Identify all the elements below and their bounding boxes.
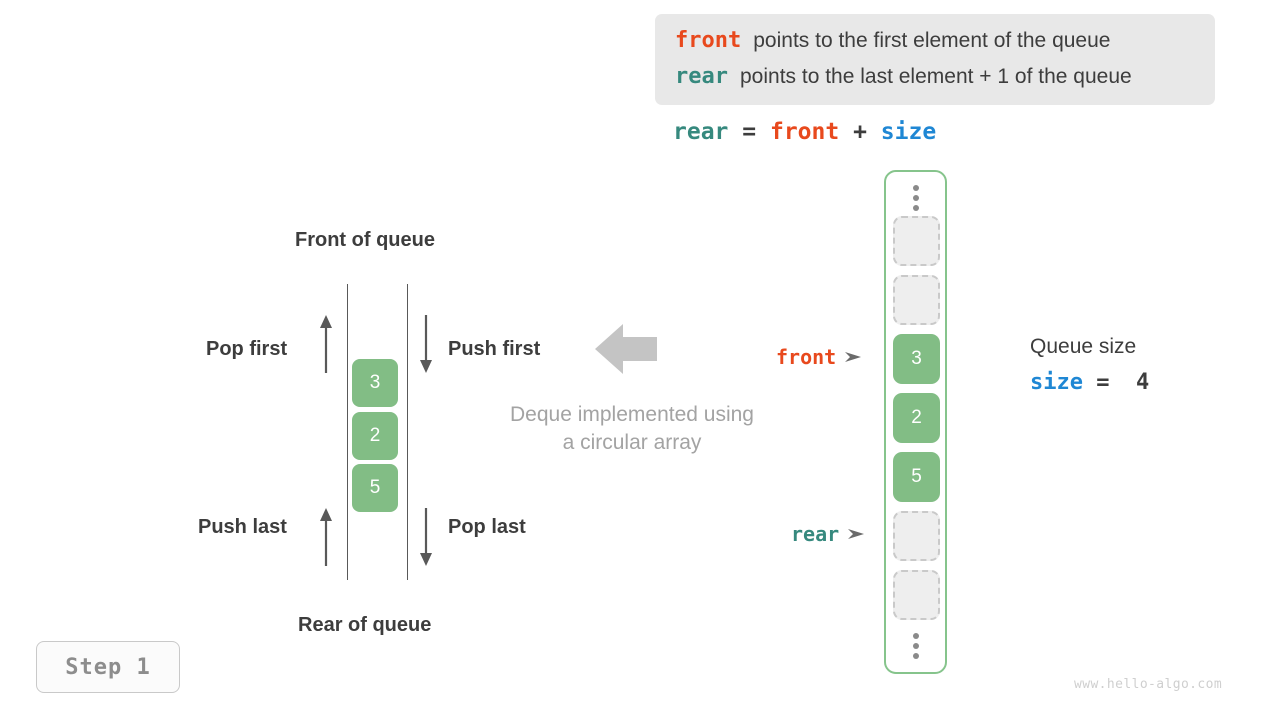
size-equals: = [1096, 370, 1110, 395]
legend-line-front: front points to the first element of the… [675, 30, 1195, 52]
formula-rear-equals-front-plus-size: rear = front + size [673, 119, 936, 145]
queue-size-caption: Queue size [1030, 335, 1137, 358]
array-slot: 2 [893, 393, 940, 443]
pointer-front: front [776, 345, 862, 369]
pointer-rear-label: rear [791, 522, 840, 546]
legend-line-rear: rear points to the last element + 1 of t… [675, 66, 1195, 88]
formula-plus: + [853, 119, 867, 145]
size-var: size [1030, 370, 1083, 395]
label-pop-first: Pop first [206, 338, 288, 360]
arrow-down-pop-last-icon [420, 508, 432, 566]
queue-size-note: Queue size size = 4 [1030, 336, 1149, 395]
label-push-first: Push first [448, 338, 541, 360]
deque-cell: 5 [352, 464, 398, 512]
center-note-line2: a circular array [562, 431, 702, 455]
pointer-arrow-icon [845, 352, 862, 362]
formula-rhs1: front [769, 119, 840, 145]
watermark: www.hello-algo.com [1074, 677, 1223, 692]
legend-text-front: points to the first element of the queue [753, 29, 1111, 52]
arrow-up-push-last-icon [320, 508, 332, 566]
arrow-down-push-first-icon [420, 315, 432, 373]
legend-box: front points to the first element of the… [655, 14, 1215, 105]
formula-equals: = [742, 119, 757, 145]
big-left-arrow-icon [595, 324, 657, 374]
arrow-up-pop-first-icon [320, 315, 332, 373]
array-slot: 5 [893, 452, 940, 502]
step-badge: Step 1 [36, 641, 180, 693]
queue-size-expression: size = 4 [1030, 370, 1149, 395]
deque-rear-title: Rear of queue [298, 614, 432, 636]
legend-text-rear: points to the last element + 1 of the qu… [739, 65, 1132, 88]
legend-key-front: front [675, 28, 742, 53]
pointer-arrow-icon [848, 529, 865, 539]
center-note: Deque implemented using a circular array [492, 401, 772, 458]
array-slot [893, 570, 940, 620]
circular-array-container: 3 2 5 [884, 170, 947, 674]
array-slot: 3 [893, 334, 940, 384]
legend-key-rear: rear [675, 64, 728, 89]
array-slot [893, 511, 940, 561]
formula-rhs2: size [880, 119, 937, 145]
label-push-last: Push last [198, 516, 287, 538]
pointer-front-label: front [776, 345, 837, 369]
size-value: 4 [1135, 370, 1150, 395]
center-note-line1: Deque implemented using [510, 403, 754, 426]
deque-cell: 3 [352, 359, 398, 407]
formula-lhs: rear [673, 119, 729, 145]
ellipsis-top-icon [886, 185, 945, 211]
deque-rail-left [347, 284, 348, 580]
deque-cell: 2 [352, 412, 398, 460]
pointer-rear: rear [791, 522, 865, 546]
deque-front-title: Front of queue [295, 229, 435, 251]
array-slot [893, 216, 940, 266]
ellipsis-bottom-icon [886, 633, 945, 659]
array-slot [893, 275, 940, 325]
deque-rail-right [407, 284, 408, 580]
label-pop-last: Pop last [448, 516, 526, 538]
